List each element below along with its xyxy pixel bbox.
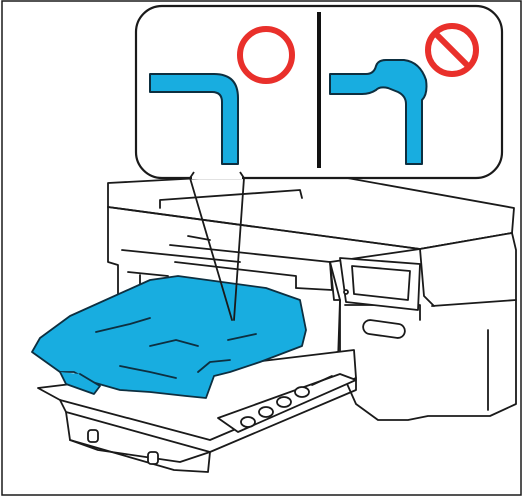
platen-foot-left xyxy=(88,430,98,442)
panel-button-3 xyxy=(277,397,291,407)
platen-foot-right xyxy=(148,452,158,464)
panel-button-4 xyxy=(295,387,309,397)
power-button-icon xyxy=(344,290,348,294)
panel-button-2 xyxy=(259,407,273,417)
callout-box xyxy=(136,6,502,178)
panel-button-1 xyxy=(241,417,255,427)
control-panel-screen xyxy=(352,266,410,300)
